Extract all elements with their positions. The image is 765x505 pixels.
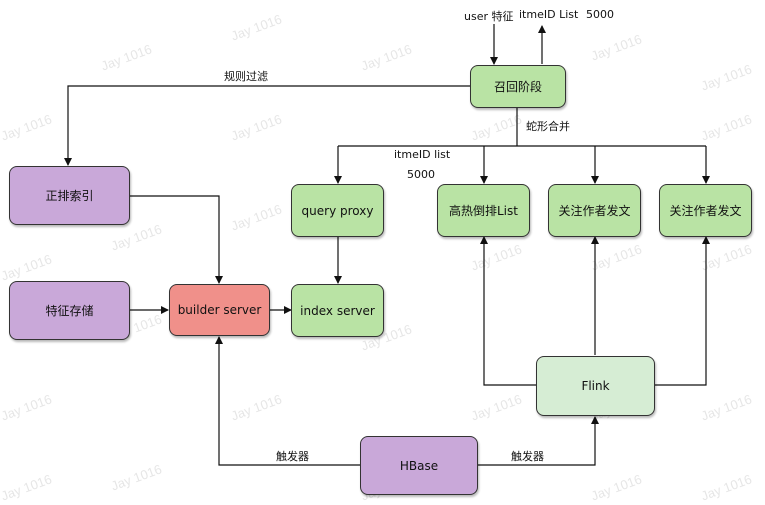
itemid-list-label-mid: itmeID list [394, 148, 451, 161]
follow-author-post-node-2: 关注作者发文 [659, 184, 752, 237]
forward-index-node: 正排索引 [9, 166, 130, 225]
builder-server-node: builder server [169, 284, 270, 336]
arrow-hbase-to-builder [215, 336, 360, 466]
count-label-mid: 5000 [407, 168, 435, 181]
rule-filter-label: 规则过滤 [224, 70, 268, 83]
hbase-node: HBase [360, 436, 478, 495]
arrow-hbase-to-flink [478, 416, 599, 466]
flink-node: Flink [536, 356, 655, 416]
arrow-rule-filter [64, 85, 470, 166]
snake-merge-label: 蛇形合并 [526, 120, 570, 133]
feature-store-node: 特征存储 [9, 281, 130, 340]
arrow-flink-to-hot-list [480, 236, 536, 386]
count-label-top: 5000 [586, 8, 614, 21]
hot-inverted-list-node: 高热倒排List [437, 184, 530, 237]
index-server-node: index server [291, 284, 384, 337]
recall-stage-node: 召回阶段 [470, 65, 566, 108]
arrow-flink-to-follow-2 [655, 236, 710, 386]
user-features-label: user 特征 [464, 10, 514, 23]
query-proxy-node: query proxy [291, 184, 384, 237]
follow-author-post-node-1: 关注作者发文 [548, 184, 641, 237]
arrow-forward-index-to-builder [130, 195, 223, 284]
itemid-list-label-top: itmeID List [519, 8, 579, 21]
trigger-label-left: 触发器 [276, 450, 309, 463]
trigger-label-right: 触发器 [511, 450, 544, 463]
